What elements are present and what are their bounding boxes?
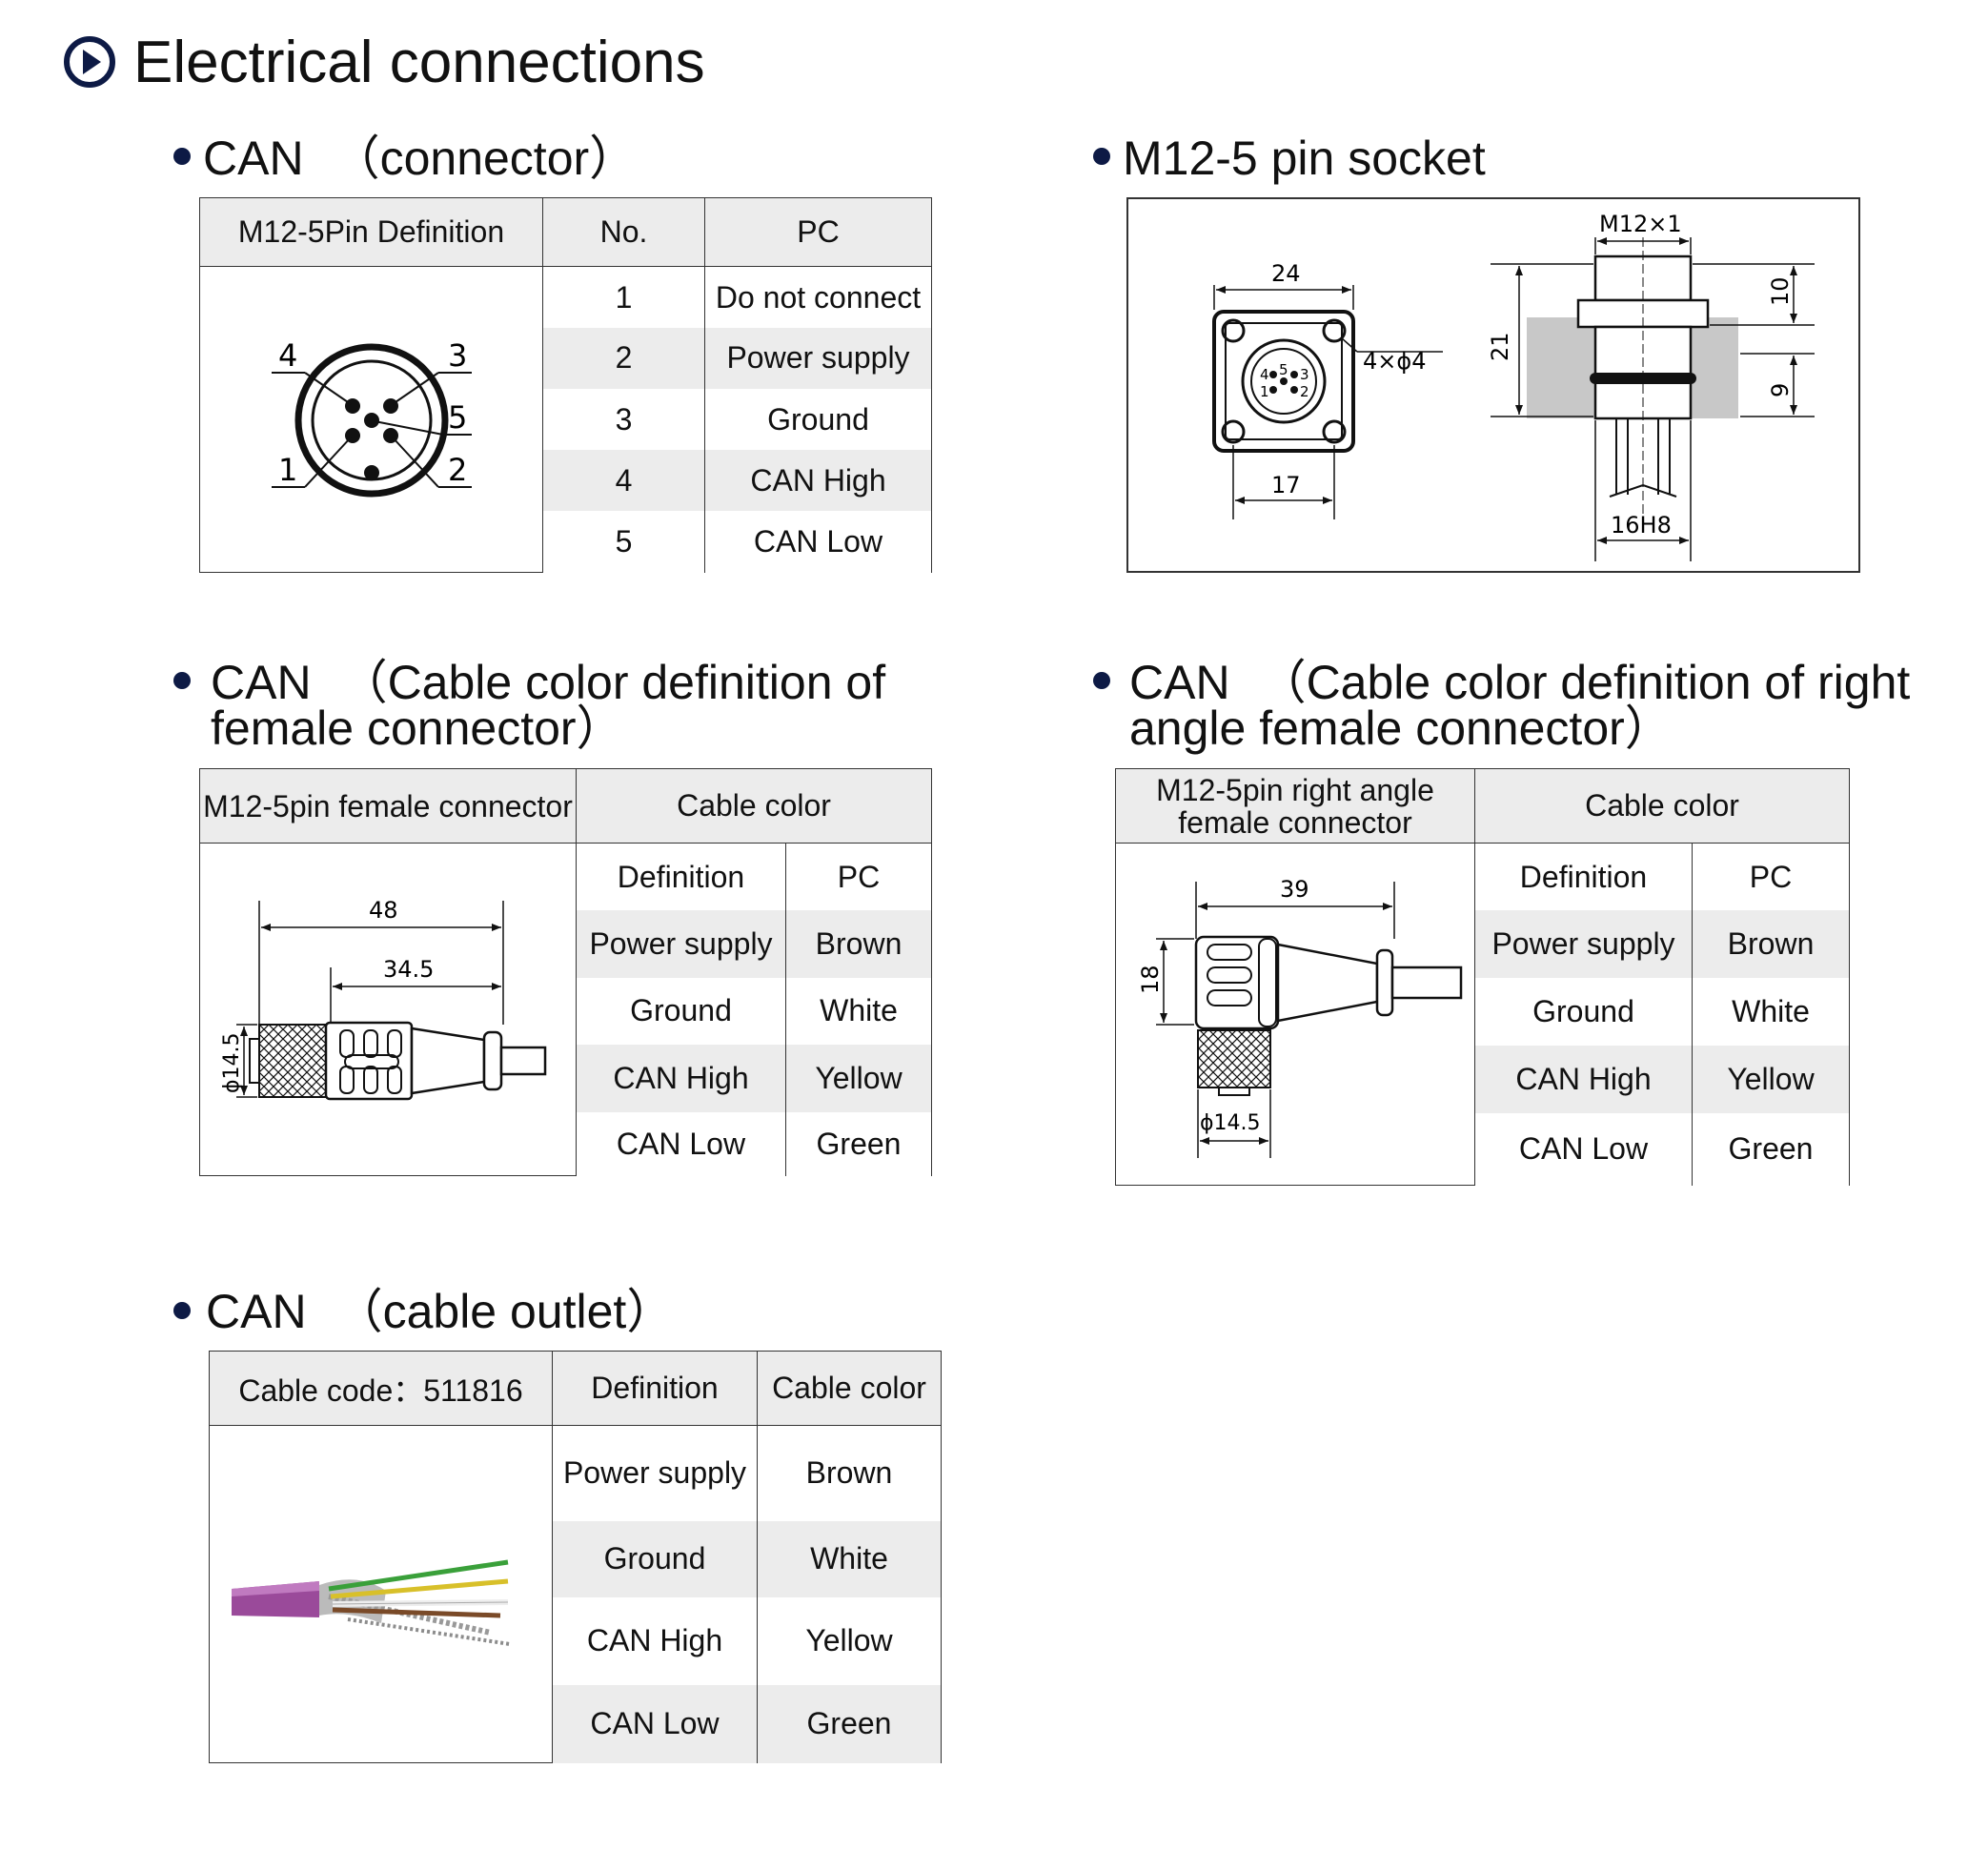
section-heading-female: CAN（Cable color definition of female con… bbox=[211, 656, 886, 755]
section-heading-outlet: CAN（cable outlet） bbox=[206, 1285, 675, 1338]
pin-diagram-cell: 4 3 5 1 2 bbox=[199, 266, 543, 573]
female-connector-drawing: 48 34.5 bbox=[220, 897, 547, 1101]
connector-table: M12-5Pin Definition No. PC bbox=[199, 196, 932, 573]
bullet-icon bbox=[173, 148, 191, 165]
m12-pin-diagram: 4 3 5 1 2 bbox=[271, 337, 472, 498]
cable-image-cell bbox=[209, 1425, 553, 1763]
header-pin-definition: M12-5Pin Definition bbox=[199, 196, 543, 268]
header-definition: Definition bbox=[552, 1351, 758, 1426]
bullet-icon bbox=[1093, 672, 1110, 689]
svg-text:4: 4 bbox=[1260, 366, 1269, 383]
svg-text:21: 21 bbox=[1487, 332, 1513, 361]
svg-text:ϕ14.5: ϕ14.5 bbox=[1200, 1111, 1261, 1135]
header-right-angle-connector: M12-5pin right angle female connector bbox=[1115, 768, 1475, 844]
table-row: 39 18 ϕ14.5 bbox=[1115, 843, 1851, 1186]
pin-label: 3 bbox=[448, 337, 467, 374]
section-heading-connector: CAN（connector） bbox=[203, 132, 638, 185]
table-row: CAN Low Green bbox=[210, 1684, 942, 1763]
table-row: 48 34.5 bbox=[199, 843, 933, 1176]
cable-outlet-table: Cable code：511816 Definition Cable color… bbox=[209, 1351, 942, 1763]
bullet-icon bbox=[173, 1302, 191, 1319]
right-angle-connector-drawing: 39 18 ϕ14.5 bbox=[1137, 876, 1463, 1158]
table-row: CAN Low Green bbox=[1116, 1113, 1851, 1186]
svg-text:9: 9 bbox=[1767, 383, 1794, 397]
table-row: 4 CAN High bbox=[200, 450, 932, 512]
svg-text:24: 24 bbox=[1271, 260, 1301, 287]
table-row: Ground White bbox=[1116, 978, 1851, 1047]
cable-illustration bbox=[231, 1559, 510, 1646]
table-row: Power supply Brown bbox=[200, 910, 933, 978]
svg-text:10: 10 bbox=[1767, 276, 1794, 306]
header-pc: PC bbox=[704, 196, 932, 268]
table-row: CAN High Yellow bbox=[200, 1045, 933, 1112]
right-angle-connector-table: M12-5pin right angle female connector Ca… bbox=[1115, 768, 1851, 1186]
table-row: 5 CAN Low bbox=[200, 511, 932, 573]
bullet-icon bbox=[1093, 148, 1110, 165]
right-angle-drawing-cell: 39 18 ϕ14.5 bbox=[1115, 843, 1475, 1186]
svg-text:39: 39 bbox=[1280, 876, 1309, 903]
table-row: Power supply Brown bbox=[1116, 910, 1851, 979]
svg-text:2: 2 bbox=[1300, 383, 1309, 400]
svg-text:M12×1: M12×1 bbox=[1599, 211, 1682, 237]
section-heading-socket: M12-5 pin socket bbox=[1123, 132, 1486, 185]
header-female-connector: M12-5pin female connector bbox=[199, 768, 577, 844]
header-no: No. bbox=[542, 196, 705, 268]
header-cable-color: Cable color bbox=[575, 768, 933, 844]
svg-text:5: 5 bbox=[1279, 361, 1288, 378]
table-row: 2 Power supply bbox=[200, 327, 932, 389]
section-heading-right-angle: CAN（Cable color definition of right angl… bbox=[1129, 656, 1911, 755]
pin-label: 2 bbox=[448, 452, 467, 488]
table-row: 3 Ground bbox=[200, 388, 932, 451]
table-row: CAN High Yellow bbox=[1116, 1046, 1851, 1114]
pin-label: 1 bbox=[278, 452, 297, 488]
svg-text:4×ϕ4: 4×ϕ4 bbox=[1363, 348, 1426, 375]
play-circle-icon bbox=[64, 36, 115, 88]
svg-text:34.5: 34.5 bbox=[383, 956, 434, 983]
header-cable-color: Cable color bbox=[1473, 768, 1851, 844]
svg-text:1: 1 bbox=[1260, 383, 1269, 400]
table-row: Power supply Brown bbox=[209, 1425, 942, 1763]
svg-text:ϕ14.5: ϕ14.5 bbox=[220, 1033, 244, 1094]
svg-text:16H8: 16H8 bbox=[1611, 512, 1672, 539]
page-title: Electrical connections bbox=[133, 30, 705, 95]
svg-text:3: 3 bbox=[1300, 366, 1309, 383]
bullet-icon bbox=[173, 672, 191, 689]
header-cable-code: Cable code：511816 bbox=[209, 1351, 553, 1426]
pin-label: 4 bbox=[278, 337, 297, 374]
socket-drawing: 4 5 3 1 2 24 4×ϕ4 17 M12×1 bbox=[1212, 211, 1815, 561]
header-cable-color: Cable color bbox=[757, 1351, 942, 1426]
table-row: Ground White bbox=[210, 1520, 942, 1597]
svg-text:18: 18 bbox=[1137, 965, 1164, 994]
svg-text:48: 48 bbox=[369, 897, 398, 924]
female-drawing-cell: 48 34.5 bbox=[199, 843, 577, 1176]
pin-label: 5 bbox=[448, 399, 467, 436]
table-row: CAN Low Green bbox=[200, 1111, 933, 1176]
svg-text:17: 17 bbox=[1271, 472, 1301, 498]
table-row: Ground White bbox=[200, 977, 933, 1046]
socket-drawing-frame: 4 5 3 1 2 24 4×ϕ4 17 M12×1 bbox=[1126, 197, 1860, 573]
table-row: 4 3 5 1 2 1 Do not connect bbox=[199, 266, 932, 573]
table-row: CAN High Yellow bbox=[210, 1596, 942, 1685]
female-connector-table: M12-5pin female connector Cable color 48… bbox=[199, 768, 933, 1176]
